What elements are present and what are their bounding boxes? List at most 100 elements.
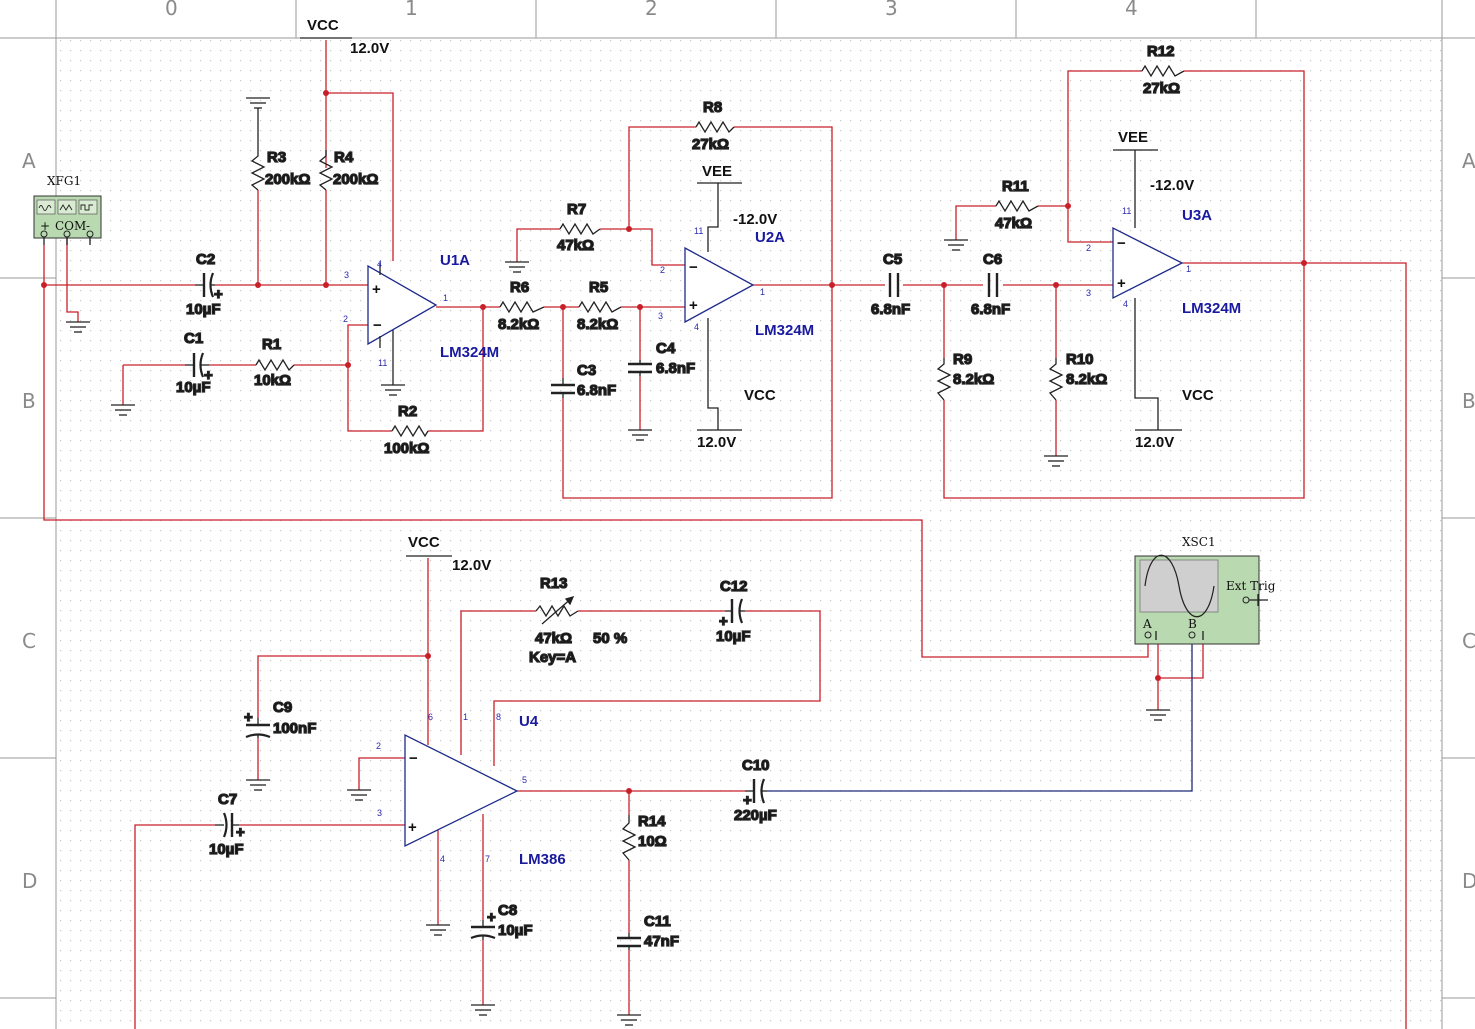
components-c6-value-label: 6.8nF bbox=[971, 301, 1010, 318]
power-rail-vcc-top[interactable]: VCC 12.0V bbox=[300, 17, 389, 57]
components-r8-ref-label: R8 bbox=[703, 99, 722, 116]
capacitor-c8[interactable]: + C8 10µF bbox=[470, 901, 533, 940]
u1a-part: LM324M bbox=[440, 344, 499, 361]
opamp-u1a[interactable]: + − 3 2 4 11 1 U1A LM324M bbox=[343, 252, 499, 368]
resistor-r7[interactable]: R7 47kΩ bbox=[556, 200, 601, 255]
components-c1-value-label: 10µF bbox=[176, 379, 211, 396]
ground-icon bbox=[628, 429, 652, 441]
capacitor-c9[interactable]: + C9 100nF bbox=[243, 698, 317, 739]
sine-trace-icon bbox=[1144, 554, 1215, 618]
pins-u3-p4-label: 4 bbox=[1123, 299, 1128, 309]
components-r10-value-label: 8.2kΩ bbox=[1066, 371, 1107, 388]
svg-text:+: + bbox=[236, 824, 245, 841]
power-rail-vcc-u2[interactable]: VCC 12.0V bbox=[697, 318, 776, 451]
components-r3-value-label: 200kΩ bbox=[265, 171, 310, 188]
components-c7-ref-label: C7 bbox=[218, 791, 237, 808]
capacitor-c5[interactable]: C5 6.8nF bbox=[870, 250, 910, 318]
ground-icon bbox=[111, 404, 135, 416]
scope-channel-b-wire[interactable] bbox=[767, 640, 1193, 792]
capacitor-c12[interactable]: + C12 10µF bbox=[715, 577, 751, 645]
capacitor-c1[interactable]: + C1 10µF bbox=[175, 329, 213, 396]
components-r6-value-label: 8.2kΩ bbox=[498, 316, 539, 333]
u1a-ref: U1A bbox=[440, 252, 470, 269]
components-c12-value-label: 10µF bbox=[716, 628, 751, 645]
svg-text:−: − bbox=[689, 259, 698, 276]
instruments-function_generator-plus-label: + bbox=[40, 219, 50, 233]
svg-text:+: + bbox=[244, 709, 253, 726]
components-c5-ref-label: C5 bbox=[883, 251, 902, 268]
capacitor-c7[interactable]: + C7 10µF bbox=[208, 790, 245, 858]
u1-plus: + bbox=[372, 281, 381, 298]
opamp-u2a[interactable]: − + 2 3 11 4 1 U2A LM324M bbox=[658, 226, 814, 339]
grid-area bbox=[56, 38, 1442, 1029]
components-r9-value-label: 8.2kΩ bbox=[953, 371, 994, 388]
components-c3-ref-label: C3 bbox=[577, 362, 596, 379]
vcc-u4-name: VCC bbox=[408, 534, 440, 551]
components-c7-value-label: 10µF bbox=[209, 841, 244, 858]
ruler-row-d-right: D bbox=[1462, 869, 1475, 893]
components-r11-value-label: 47kΩ bbox=[995, 215, 1032, 232]
power-rail-vcc-u4[interactable]: VCC 12.0V bbox=[406, 534, 491, 574]
capacitor-c6[interactable]: C6 6.8nF bbox=[970, 250, 1010, 318]
oscilloscope-xsc1[interactable]: XSC1 Ext Trig A B bbox=[1134, 535, 1276, 645]
resistor-r12[interactable]: R12 27kΩ bbox=[1141, 42, 1185, 98]
function-generator-xfg1[interactable]: XFG1 + COM - bbox=[33, 174, 102, 245]
resistor-r5[interactable]: R5 8.2kΩ bbox=[576, 278, 622, 334]
components-r9-ref-label: R9 bbox=[953, 351, 972, 368]
components-r1-value-label: 10kΩ bbox=[254, 372, 291, 389]
components-r4-value-label: 200kΩ bbox=[333, 171, 378, 188]
components-r3-ref-label: R3 bbox=[267, 149, 286, 166]
sine-wave-icon bbox=[36, 199, 56, 215]
components-r12-ref-label: R12 bbox=[1147, 43, 1175, 60]
components-r4-ref-label: R4 bbox=[334, 149, 354, 166]
ruler-row-b-right: B bbox=[1462, 389, 1475, 413]
vcc-u2-name: VCC bbox=[744, 387, 776, 404]
resistor-r1[interactable]: R1 10kΩ bbox=[253, 335, 295, 390]
xsc1-name: XSC1 bbox=[1182, 535, 1216, 549]
opamp-u3a[interactable]: − + 2 3 11 4 1 U3A LM324M bbox=[1086, 206, 1241, 317]
power-rail-vcc-u3[interactable]: VCC 12.0V bbox=[1134, 298, 1214, 451]
power-rail-vee-u2[interactable]: VEE -12.0V bbox=[697, 163, 777, 252]
resistor-r4[interactable]: R4 200kΩ bbox=[318, 148, 379, 191]
wires[interactable] bbox=[43, 40, 1407, 1029]
power-rail-vee-u3[interactable]: VEE -12.0V bbox=[1113, 129, 1194, 228]
components-r14-ref-label: R14 bbox=[638, 813, 666, 830]
components-r7-value-label: 47kΩ bbox=[557, 237, 594, 254]
pins-u4-p2-label: 2 bbox=[376, 741, 381, 751]
capacitor-c3[interactable]: C3 6.8nF bbox=[551, 361, 617, 400]
capacitor-c11[interactable]: C11 47nF bbox=[617, 912, 680, 951]
components-r12-value-label: 27kΩ bbox=[1143, 80, 1180, 97]
ruler-col-2: 2 bbox=[645, 0, 658, 20]
resistor-r2[interactable]: R2 100kΩ bbox=[383, 402, 430, 457]
svg-text:+: + bbox=[408, 819, 417, 836]
components-c12-ref-label: C12 bbox=[720, 578, 748, 595]
instruments-function_generator-minus-label: - bbox=[86, 219, 90, 233]
amplifier-u4[interactable]: − + 2 3 6 1 8 5 4 7 U4 LM386 bbox=[376, 712, 566, 868]
capacitor-c10[interactable]: + C10 220µF bbox=[733, 756, 777, 824]
potentiometer-r13[interactable]: R13 47kΩ 50 % Key=A bbox=[528, 574, 628, 666]
pins-u1-p1-label: 1 bbox=[443, 293, 448, 303]
components-r1-ref-label: R1 bbox=[262, 336, 281, 353]
resistor-r8[interactable]: R8 27kΩ bbox=[691, 98, 735, 154]
junction-dots bbox=[41, 90, 1307, 794]
resistor-r9[interactable]: R9 8.2kΩ bbox=[936, 350, 995, 401]
resistor-r10[interactable]: R10 8.2kΩ bbox=[1048, 350, 1108, 401]
xfg1-name: XFG1 bbox=[47, 174, 81, 188]
resistor-r3[interactable]: R3 200kΩ bbox=[250, 148, 311, 191]
vee-u2-name: VEE bbox=[702, 163, 732, 180]
components-c1-ref-label: C1 bbox=[184, 330, 203, 347]
pins-u2-p1-label: 1 bbox=[760, 287, 765, 297]
capacitor-c4[interactable]: C4 6.8nF bbox=[628, 339, 696, 378]
resistor-r11[interactable]: R11 47kΩ bbox=[994, 177, 1039, 233]
pins-u4-p3-label: 3 bbox=[377, 808, 382, 818]
components-r2-value-label: 100kΩ bbox=[384, 440, 429, 457]
ruler-col-3: 3 bbox=[885, 0, 898, 20]
ground-icon bbox=[66, 321, 90, 333]
resistor-r6[interactable]: R6 8.2kΩ bbox=[497, 278, 545, 334]
resistor-r14[interactable]: R14 10Ω bbox=[621, 812, 667, 861]
pins-u2-p4-label: 4 bbox=[694, 322, 699, 332]
components-r7-ref-label: R7 bbox=[567, 201, 586, 218]
capacitor-c2[interactable]: + C2 10µF bbox=[185, 250, 223, 318]
